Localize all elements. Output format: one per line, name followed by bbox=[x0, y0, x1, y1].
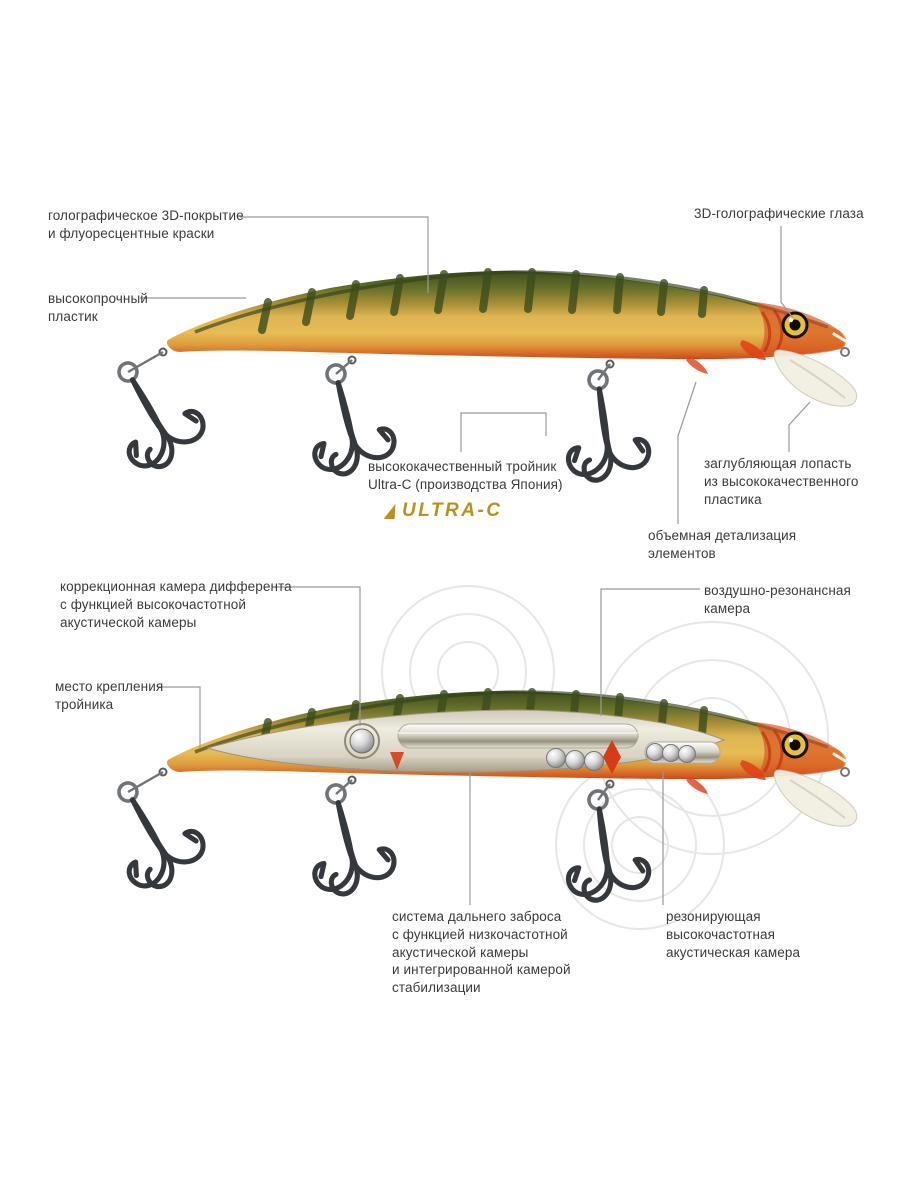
label-trim-chamber: коррекционная камера дифферента с функци… bbox=[60, 579, 292, 630]
anal-fin bbox=[686, 357, 708, 374]
red-divider bbox=[603, 740, 621, 774]
label-holographic-coating: голографическое 3D-покрытие и флуоресцен… bbox=[48, 208, 244, 241]
pectoral-fin bbox=[740, 340, 766, 360]
trim-chamber-ball bbox=[349, 728, 375, 754]
mouth-line bbox=[832, 332, 849, 344]
ultra-c-logo-mark bbox=[383, 503, 400, 519]
camo-stripes bbox=[258, 268, 708, 334]
label-cast-system: система дальнего заброса с функцией низк… bbox=[392, 909, 571, 996]
label-strong-plastic: высокопрочный пластик bbox=[48, 291, 148, 324]
trim-chamber-ring bbox=[344, 723, 380, 759]
callout-lines bbox=[140, 216, 811, 905]
label-holographic-eyes: 3D-голографические глаза bbox=[694, 206, 864, 221]
resonance-balls bbox=[646, 743, 696, 763]
ultra-c-logo-text: ULTRA-C bbox=[402, 500, 503, 521]
ultra-c-logo: ULTRA-C bbox=[383, 500, 503, 522]
label-volumetric-detail: объемная детализация элементов bbox=[648, 528, 797, 561]
treble-hooks-top bbox=[89, 344, 652, 484]
long-cast-chamber bbox=[397, 723, 639, 749]
line-tie-ring bbox=[840, 347, 850, 357]
treble-hooks-bottom bbox=[89, 764, 652, 904]
gill-streaks bbox=[760, 309, 784, 353]
holographic-eye bbox=[781, 311, 809, 339]
red-hanger-mark bbox=[390, 752, 404, 770]
label-hook-mount: место крепления тройника bbox=[55, 679, 164, 712]
label-diving-lip: заглубляющая лопасть из высококачественн… bbox=[704, 456, 859, 507]
label-resonance-chamber: резонирующая высокочастотная акустическа… bbox=[666, 909, 801, 960]
lure-top-view bbox=[166, 268, 858, 407]
cast-system-balls bbox=[546, 748, 604, 771]
cutaway-interior bbox=[206, 709, 726, 774]
label-air-resonance-chamber: воздушно-резонансная камера bbox=[704, 583, 851, 616]
label-treble-hook: высококачественный тройник Ultra-C (прои… bbox=[368, 459, 563, 492]
